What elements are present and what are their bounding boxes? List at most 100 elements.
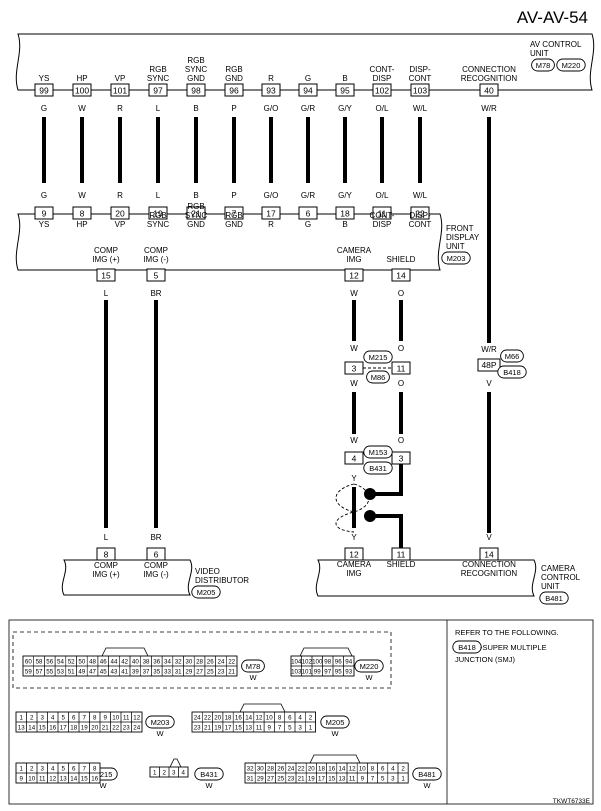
legend-tag-m220-text: M220 [360, 662, 379, 671]
connector-tag-m220 [556, 58, 586, 72]
connector-tag-b431 [363, 461, 393, 475]
av-pin-label: DISP [373, 74, 392, 83]
cc-pin-number: 12 [349, 550, 359, 560]
cavity-number: 8 [93, 766, 97, 773]
av-pin-number: 95 [340, 86, 350, 96]
fd-bottom-pin-box [146, 268, 166, 282]
av-pin-number: 98 [191, 86, 201, 96]
cc-unit-name: CAMERA [541, 564, 576, 573]
cavity-number: 54 [57, 659, 64, 666]
connector-legend: REFER TO THE FOLLOWING.-SUPER MULTIPLEJU… [8, 619, 594, 805]
cavity-number: 99 [314, 669, 321, 676]
cavity-number: 6 [72, 715, 76, 722]
cavity-number: 57 [36, 669, 43, 676]
connector-color: W [249, 673, 257, 682]
inline-m153-pin-number: 4 [352, 454, 357, 464]
cavity-number: 31 [175, 669, 182, 676]
cavity-number: 27 [267, 776, 274, 783]
cavity-number: 19 [214, 725, 221, 732]
fd-unit-name: UNIT [446, 242, 465, 251]
wire-color: V [486, 533, 492, 542]
shield-wire [372, 514, 403, 548]
cc-pin-label: CAMERA [337, 560, 372, 569]
av-pin-label: CONNECTION [462, 65, 516, 74]
cavity-number: 1 [20, 715, 24, 722]
cavity-number: 16 [91, 776, 98, 783]
cavity-number: 27 [196, 669, 203, 676]
fd-pin-box [186, 206, 206, 220]
fd-bottom-pin-number: 12 [349, 271, 359, 281]
fd-pin-label: DISP [373, 220, 392, 229]
cavity-number: 11 [256, 725, 263, 732]
video-distributor [61, 559, 193, 596]
fd-pin-label: R [268, 220, 274, 229]
av-pin-box [186, 83, 206, 97]
vd-pin-label: COMP [144, 561, 168, 570]
cavity-number: 23 [218, 669, 225, 676]
cavity-number: 12 [49, 776, 56, 783]
cavity-number: 20 [91, 725, 98, 732]
av-pin-label: CONT- [370, 65, 395, 74]
cavity-number: 52 [68, 659, 75, 666]
fd-bottom-pin-label: SHIELD [387, 255, 416, 264]
cavity-number: 58 [36, 659, 43, 666]
av-pin-label: GND [225, 74, 243, 83]
cavity-number: 101 [302, 669, 313, 676]
cavity-number: 17 [60, 725, 67, 732]
av-pin-number: 94 [303, 86, 313, 96]
cavity-number: 11 [349, 776, 356, 783]
cavity-number: 45 [100, 669, 107, 676]
cavity [305, 721, 316, 733]
cavity-number: 14 [338, 766, 345, 773]
cavity-number: 20 [214, 715, 221, 722]
cavity-number: 6 [72, 766, 76, 773]
wire-color: P [231, 104, 236, 113]
av-pin-box [372, 83, 392, 97]
cavity-number: 16 [49, 725, 56, 732]
connector-color: W [331, 729, 339, 738]
fd-bottom-pin-box [344, 268, 364, 282]
av-pin-box [224, 83, 244, 97]
fd-pin-label: CONT- [370, 211, 395, 220]
fd-bottom-pin-box [391, 268, 411, 282]
fd-bottom-pin-box [96, 268, 116, 282]
legend-tag-m78-text: M78 [246, 662, 261, 671]
cavity-number: 21 [204, 725, 211, 732]
inline-m66-box [477, 358, 501, 372]
cavity-number: 8 [278, 715, 282, 722]
cavity-number: 17 [318, 776, 325, 783]
cavity-number: 38 [143, 659, 150, 666]
cavity-number: 103 [291, 669, 302, 676]
page-id: AV-AV-54 [517, 8, 588, 27]
cavity-number: 4 [391, 766, 395, 773]
cavity-number: 12 [349, 766, 356, 773]
cavity-number: 4 [298, 715, 302, 722]
cavity-number: 46 [100, 659, 107, 666]
legend-tag-b431-text: B431 [200, 770, 218, 779]
cc-pin-label: CONNECTION [462, 560, 516, 569]
av-pin-box [261, 83, 281, 97]
av-pin-box [298, 83, 318, 97]
connector-tag-b481-text: B481 [545, 594, 563, 603]
cavity-number: 43 [111, 669, 118, 676]
connector-tag-m66-text: M66 [505, 352, 520, 361]
wire-color: O/L [376, 104, 389, 113]
cavity-number: 11 [123, 715, 130, 722]
wire-color: W [350, 379, 358, 388]
wire-color: Y [351, 533, 357, 542]
fd-pin-number: 11 [378, 209, 387, 219]
cavity-number: 14 [245, 715, 252, 722]
cavity-number: 1 [309, 725, 313, 732]
av-pin-label: RGB [149, 65, 166, 74]
fd-bottom-pin-label: IMG [346, 255, 361, 264]
av-pin-number: 93 [266, 86, 276, 96]
connector-tag-m78 [531, 58, 555, 72]
vd-pin-box [96, 547, 116, 561]
cavity-number: 20 [308, 766, 315, 773]
connector-tag-m215-text: M215 [369, 353, 388, 362]
cavity-number: 32 [175, 659, 182, 666]
wire-color: R [117, 104, 123, 113]
connector-tag-m66 [500, 349, 524, 363]
wire-color: L [104, 289, 109, 298]
wire-color: Y [351, 474, 357, 483]
